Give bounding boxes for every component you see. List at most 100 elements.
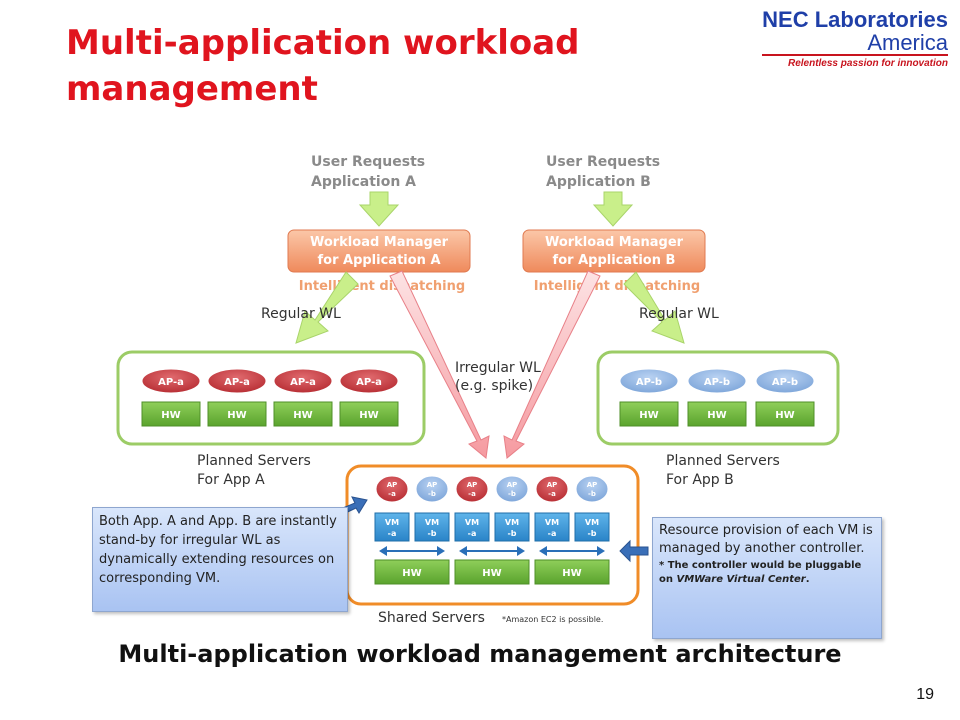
workload-manager-a-line1: Workload Manager [310,235,449,250]
shared-ap-label-bottom-2: -b [428,490,436,498]
planned-a-hw-3 [273,401,333,427]
nec-logo: NEC Laboratories America Relentless pass… [762,8,948,69]
shared-ap-label-bottom-1: -a [388,490,396,498]
intelligent-dispatching-a: Intelligent dispatching [299,279,465,294]
request-arrow-a [358,191,400,227]
shared-ap-label-bottom-3: -a [468,490,476,498]
planned-b-hw-3 [755,401,815,427]
shared-hw-label-3: HW [562,568,581,579]
user-requests-b-line1: User Requests [546,154,660,170]
note-right-sub-italic: VMWare Virtual Center [676,574,806,585]
planned-a-ap-2 [207,368,267,394]
logo-tagline: Relentless passion for innovation [762,54,948,69]
irregular-wl-label-line2: (e.g. spike) [455,378,533,394]
shared-ap-label-top-1: AP [387,481,398,489]
shared-hw-label-2: HW [482,568,501,579]
shared-ap-5 [535,475,569,503]
shared-ap-2 [415,475,449,503]
planned-b-hw-label-2: HW [707,410,726,421]
shared-ap-label-top-5: AP [547,481,558,489]
regular-wl-arrow-b [623,271,685,344]
user-requests-b-line2: Application B [546,174,651,190]
planned-b-ap-1 [619,368,679,394]
user-requests-a-line1: User Requests [311,154,425,170]
planned-a-hw-4 [339,401,399,427]
shared-vm-5 [534,512,570,542]
workload-manager-b-line2: for Application B [553,253,676,268]
planned-a-hw-label-2: HW [227,410,246,421]
shared-vm-2 [414,512,450,542]
slide-title: Multi-application workload management [66,23,580,109]
shared-ap-label-top-2: AP [427,481,438,489]
shared-vm-label-top-4: VM [505,518,519,527]
regular-wl-label-a: Regular WL [261,306,341,322]
irregular-wl-label-line1: Irregular WL [455,360,541,376]
note-left: Both App. A and App. B are instantly sta… [92,507,348,612]
intelligent-dispatching-b: Intelligent dispatching [534,279,700,294]
shared-vm-3 [454,512,490,542]
planned-servers-a-box [116,350,426,446]
planned-a-hw-label-1: HW [161,410,180,421]
shared-ap-4 [495,475,529,503]
planned-b-hw-1 [619,401,679,427]
shared-vm-label-bottom-4: -b [507,529,516,538]
note-right: Resource provision of each VM is managed… [652,517,882,639]
vm-pair-arrow-3 [539,546,605,556]
planned-b-hw-2 [687,401,747,427]
planned-a-ap-label-2: AP-a [224,377,250,388]
planned-servers-a-label-line1: Planned Servers [197,453,311,469]
logo-line2: America [867,30,948,55]
shared-hw-1 [374,559,450,585]
shared-vm-6 [574,512,610,542]
planned-a-ap-label-1: AP-a [158,377,184,388]
vm-pair-arrow-2 [459,546,525,556]
planned-a-ap-3 [273,368,333,394]
shared-vm-4 [494,512,530,542]
planned-a-hw-label-4: HW [359,410,378,421]
shared-ap-label-bottom-5: -a [548,490,556,498]
shared-ap-label-bottom-4: -b [508,490,516,498]
planned-b-hw-label-1: HW [639,410,658,421]
workload-manager-b-line1: Workload Manager [545,235,684,250]
planned-b-ap-2 [687,368,747,394]
planned-a-ap-label-4: AP-a [356,377,382,388]
workload-manager-a [287,229,471,273]
planned-a-hw-2 [207,401,267,427]
planned-b-hw-label-3: HW [775,410,794,421]
shared-servers-label: Shared Servers [378,610,485,626]
shared-servers-footnote: *Amazon EC2 is possible. [502,615,603,624]
shared-vm-label-top-5: VM [545,518,559,527]
shared-vm-label-top-2: VM [425,518,439,527]
shared-ap-label-top-6: AP [587,481,598,489]
planned-servers-a-label-line2: For App A [197,472,265,488]
planned-a-ap-label-3: AP-a [290,377,316,388]
shared-ap-label-bottom-6: -b [588,490,596,498]
planned-a-ap-4 [339,368,399,394]
planned-b-ap-3 [755,368,815,394]
shared-hw-3 [534,559,610,585]
shared-ap-3 [455,475,489,503]
shared-ap-label-top-4: AP [507,481,518,489]
note-right-sub-suffix: . [805,574,810,585]
planned-servers-b-label-line2: For App B [666,472,734,488]
shared-vm-label-bottom-5: -a [548,529,557,538]
planned-a-hw-1 [141,401,201,427]
planned-a-ap-1 [141,368,201,394]
shared-vm-label-top-1: VM [385,518,399,527]
logo-line1: NEC Laboratories [762,7,948,32]
shared-hw-2 [454,559,530,585]
page-number: 19 [916,686,934,703]
note-right-sub: * The controller would be pluggable on V… [659,559,875,587]
irregular-wl-arrow-b [503,270,601,459]
note-right-arrow [619,539,649,563]
shared-ap-label-top-3: AP [467,481,478,489]
note-right-main: Resource provision of each VM is managed… [659,523,873,556]
planned-servers-b-box [596,350,840,446]
regular-wl-label-b: Regular WL [639,306,719,322]
note-right-sub-prefix: * The controller would be pluggable on [659,560,862,585]
shared-vm-label-bottom-6: -b [587,529,596,538]
vm-pair-arrow-1 [379,546,445,556]
shared-vm-label-top-6: VM [585,518,599,527]
shared-vm-label-bottom-2: -b [427,529,436,538]
